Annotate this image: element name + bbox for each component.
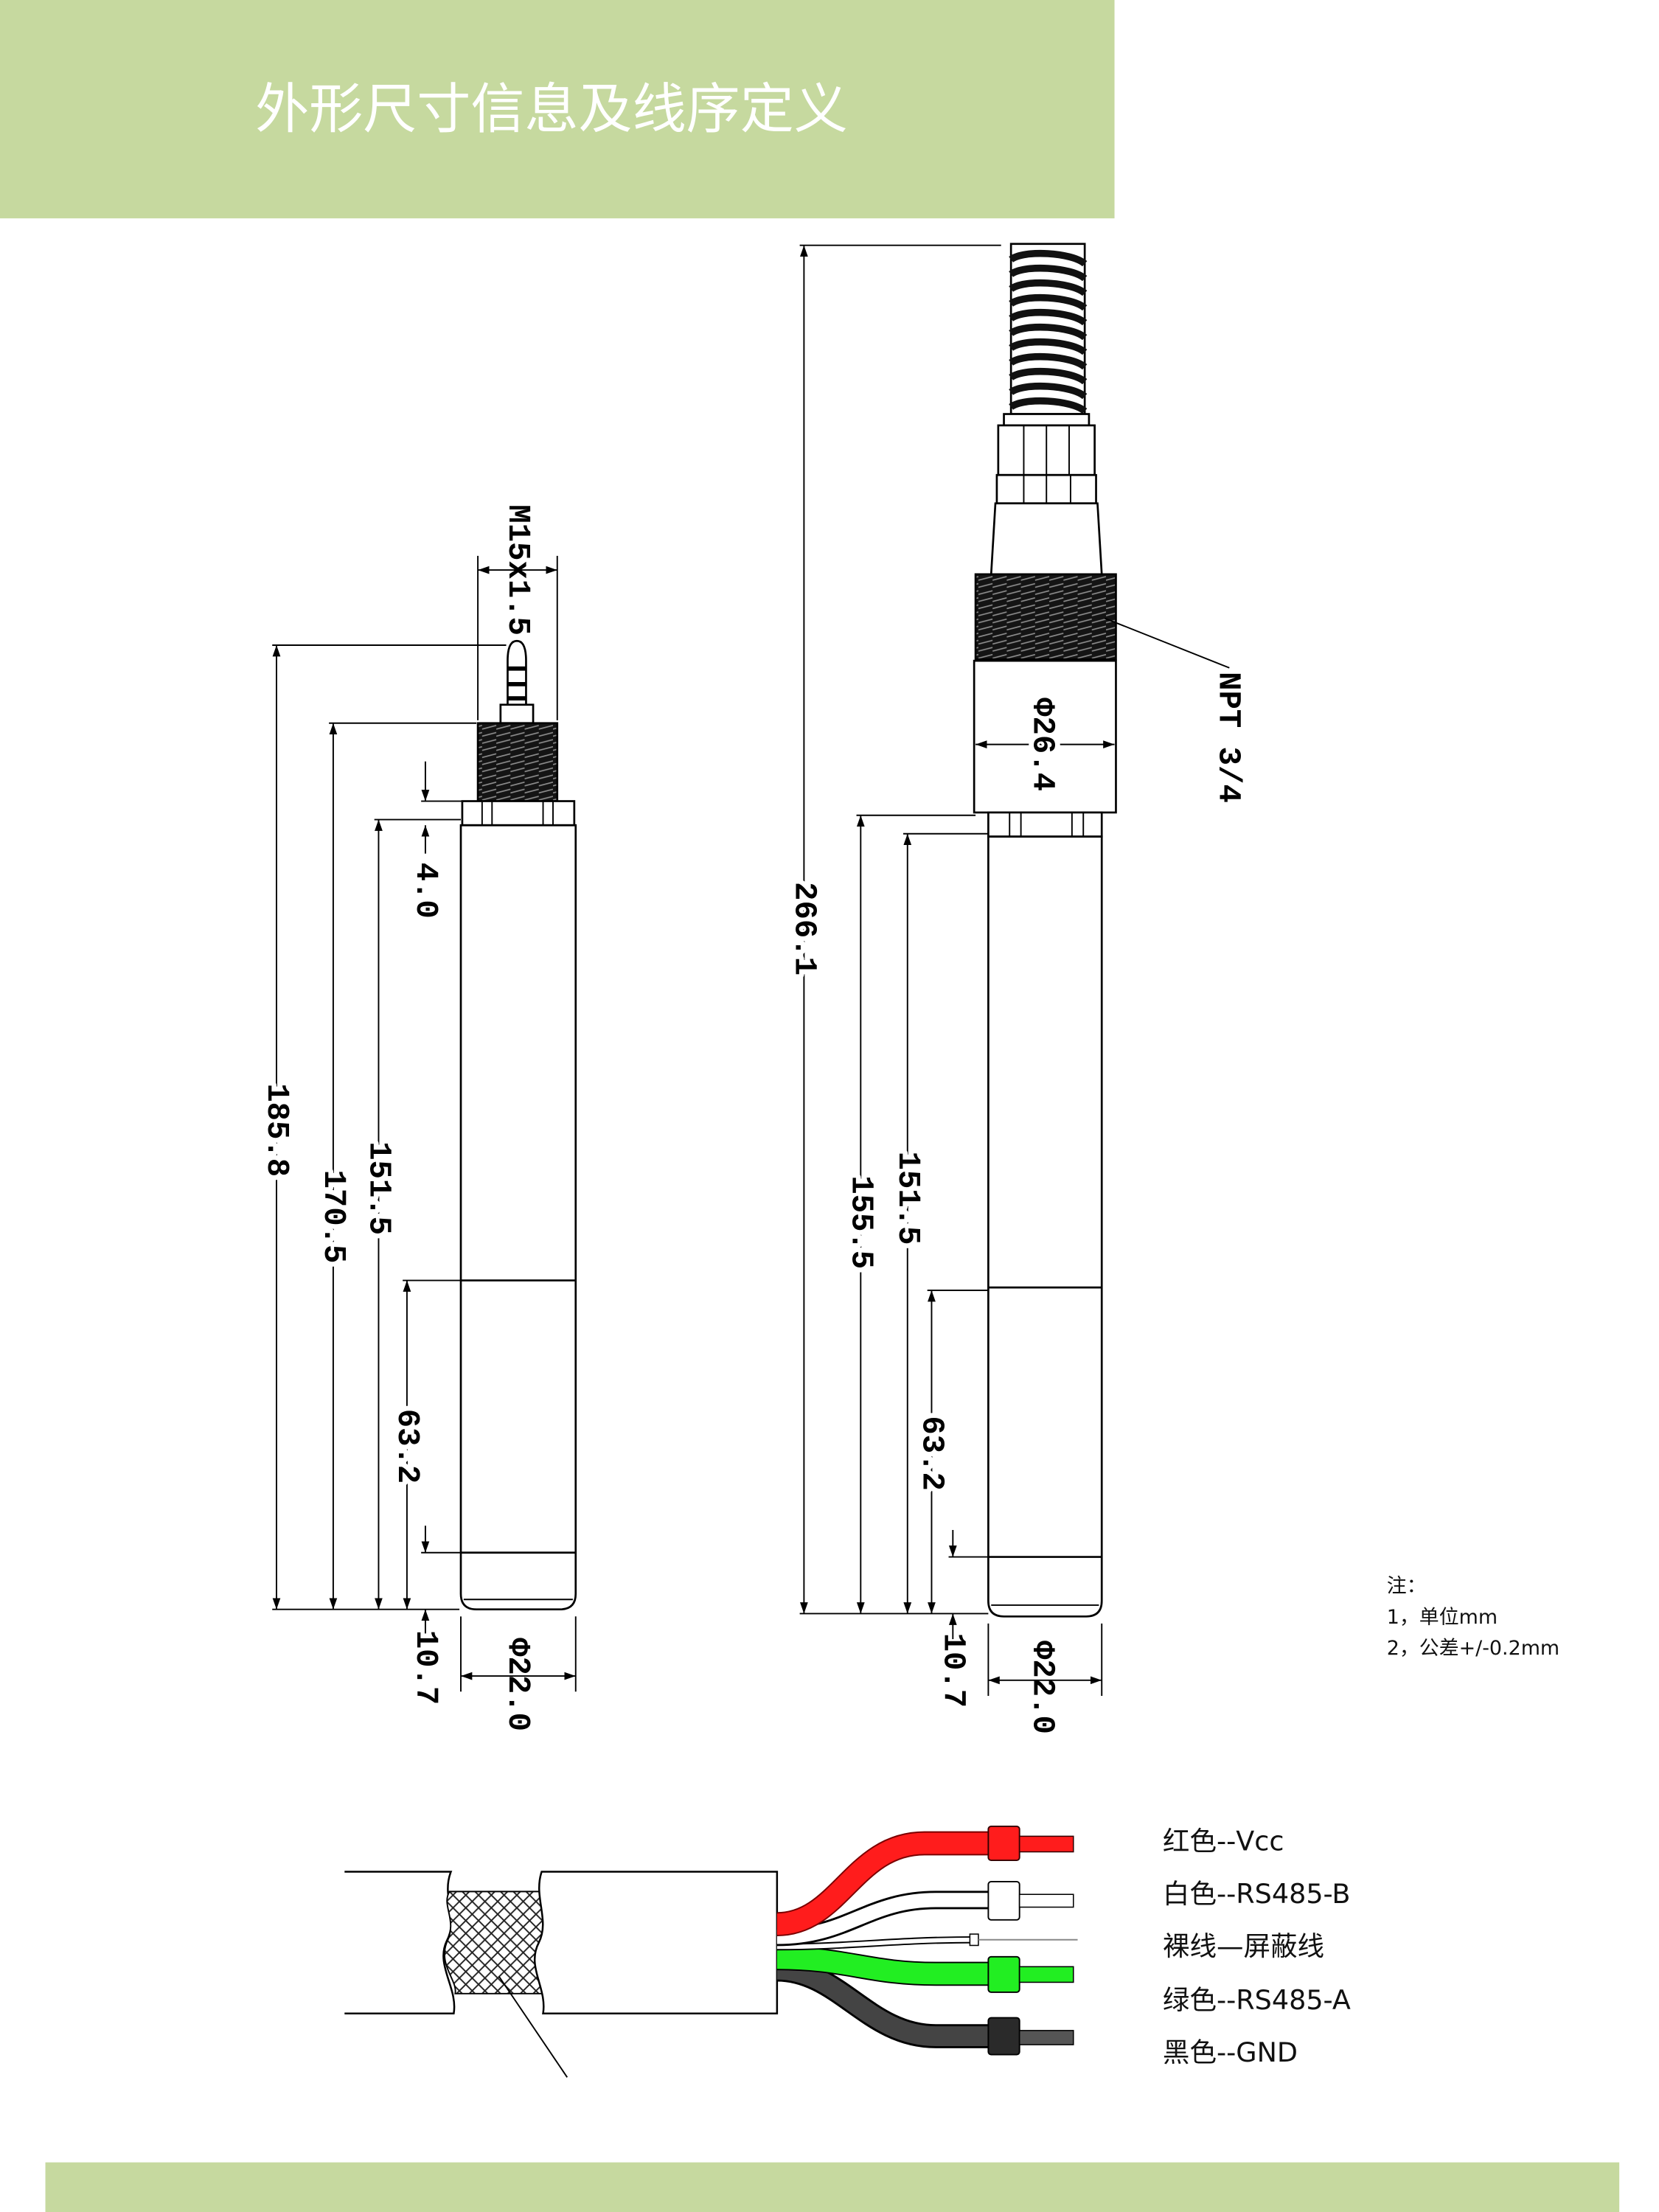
spring-coil [1009,279,1088,296]
lower-section-label: 63.2 [914,1416,949,1491]
wire-sleeve [987,1955,1020,1993]
cable-jacket-right [534,1871,779,2015]
diameter-label: Φ22.0 [1024,1641,1060,1734]
cable-jacket-left [344,1871,456,2015]
notes-heading: 注： [1387,1575,1427,1598]
wire-core [776,1893,990,1944]
body-length-label: 151.5 [890,1152,925,1245]
wire-core [776,1947,990,1985]
gland-washer [1003,413,1091,427]
cap-notches [481,801,554,826]
upper-housing [973,659,1117,814]
wire-end [969,1933,979,1947]
header-band [0,0,1115,219]
cap-ring [461,800,576,827]
wire-core [776,1832,990,1935]
labels-right: 266.1 Φ26.4 NPT 3/4 155.5 151.5 63.2 10.… [782,672,1246,1734]
spring-coil [1009,308,1088,326]
pin-band [507,696,526,700]
thread-m15 [476,722,559,802]
wiring-legend: 红色--Vcc 白色--RS485-B 裸线—屏蔽线 绿色--RS485-A 黑… [1163,1826,1351,2069]
housing-diameter-label: Φ26.4 [1024,698,1060,791]
spring-coil [1009,338,1088,355]
neck [990,502,1103,576]
note-item: 1，单位mm [1387,1606,1498,1629]
pin-band [507,682,526,686]
wire-label-black: 黑色--GND [1163,2037,1298,2068]
diameter-label: Φ22.0 [500,1638,535,1731]
wire-white [776,1880,1074,1947]
wire-sleeve [987,1880,1020,1921]
wire-conductor [1018,1966,1074,1983]
tip-section-label: 10.7 [408,1630,443,1705]
spring-coil [1009,397,1088,414]
base-faces [1023,475,1071,504]
wire-core [776,1937,976,1950]
footer-band [45,2162,1620,2212]
notes: 注： 1，单位mm 2，公差+/-0.2mm [1387,1575,1559,1660]
wire-conductor [1018,1893,1074,1908]
dimensions-left [272,555,577,1692]
wire-sleeve [987,2017,1020,2056]
thread-npt [974,573,1117,661]
page-title: 外形尺寸信息及线序定义 [255,78,848,141]
spring-coil [1009,382,1088,400]
connector-pin [507,639,527,708]
overall-length-label: 266.1 [786,882,821,975]
length-to-housing-label: 155.5 [843,1175,878,1269]
thread-label: M15x1.5 [500,504,535,636]
overall-length-label: 185.8 [259,1083,294,1177]
probe-body [987,835,1103,1618]
wire-black [776,1957,1074,2056]
wire-core [776,1959,990,2046]
braid-leader [498,1976,568,2078]
shield-braid [443,1891,552,1994]
spring-coil [1009,264,1088,282]
nut-faces [1023,425,1070,476]
cap-height-label: 4.0 [408,863,443,919]
wire-label-red: 红色--Vcc [1163,1826,1284,1857]
cable-diagram [344,1825,1078,2078]
dimensions-right [799,244,1230,1696]
wire-green [776,1946,1074,1993]
wire-sleeve [987,1825,1020,1862]
ring-notches [1009,812,1085,837]
length-to-thread-label: 170.5 [316,1170,351,1264]
wire-label-green: 绿色--RS485-A [1163,1984,1351,2016]
probe-body [459,824,577,1611]
sensor-left [459,639,577,1611]
tip-section-label: 10.7 [935,1633,970,1708]
wire-bare [776,1933,1078,1951]
wire-label-white: 白色--RS485-B [1163,1878,1351,1910]
wire-conductor [1018,2030,1074,2045]
labels-left: M15x1.5 185.8 170.5 151.5 4.0 63.2 10.7 … [254,504,535,1731]
spring-coil [1009,323,1088,341]
lower-section-label: 63.2 [389,1409,425,1484]
wire-red [776,1825,1074,1936]
thread-leader [1104,617,1230,669]
wire-conductor [1018,1835,1074,1853]
body-length-label: 151.5 [361,1141,396,1235]
spring-coils [1009,249,1088,414]
spring-coil [1009,352,1088,370]
spring-coil [1009,249,1088,267]
spring-coil [1009,367,1088,385]
spring-coil [1009,293,1088,311]
sensor-right [973,243,1117,1618]
wire-label-bare: 裸线—屏蔽线 [1163,1930,1324,1962]
housing-ring [987,811,1103,838]
thread-label: NPT 3/4 [1210,672,1245,803]
pin-collar [499,703,535,725]
pin-band [507,666,526,671]
note-item: 2，公差+/-0.2mm [1387,1637,1559,1660]
